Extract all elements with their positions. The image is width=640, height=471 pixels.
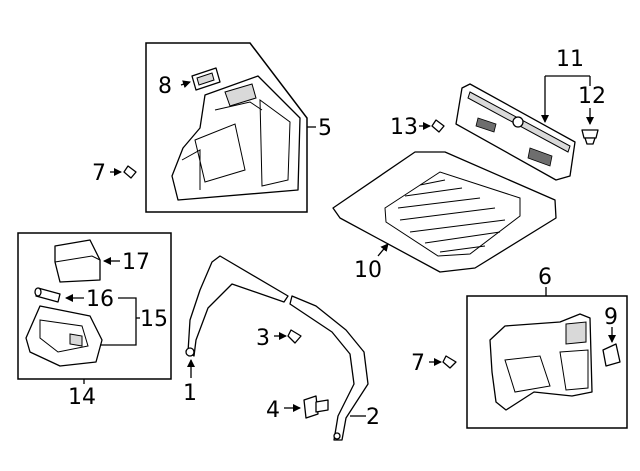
right-trim-box — [466, 295, 628, 429]
screw-4[interactable] — [303, 395, 329, 419]
callout-9: 9 — [604, 305, 618, 330]
callout-15: 15 — [140, 307, 168, 332]
push-clip-3[interactable] — [287, 329, 302, 344]
quarter-trim-panel-right[interactable] — [489, 313, 593, 411]
callout-2: 2 — [366, 405, 380, 430]
lamp-assembly-box — [17, 232, 172, 380]
push-clip-7-lower[interactable] — [442, 355, 457, 369]
callout-7-lower: 7 — [411, 351, 425, 376]
callout-8: 8 — [158, 74, 172, 99]
callout-17: 17 — [122, 250, 150, 275]
clip-part-8[interactable] — [191, 67, 221, 91]
wheelhouse-trim-2[interactable] — [289, 295, 369, 441]
callout-1: 1 — [183, 381, 197, 406]
rear-sill-cover-11[interactable] — [455, 83, 576, 181]
quarter-trim-panel-left[interactable] — [171, 75, 301, 201]
clip-part-9[interactable] — [602, 343, 621, 367]
fastener-12[interactable] — [581, 129, 599, 145]
callout-5: 5 — [318, 116, 332, 141]
callout-4: 4 — [266, 398, 280, 423]
lens-cover-17[interactable] — [54, 239, 101, 283]
push-clip-7-upper[interactable] — [123, 165, 137, 179]
callout-16: 16 — [86, 287, 114, 312]
callout-11: 11 — [556, 47, 584, 72]
callout-10: 10 — [354, 258, 382, 283]
push-clip-13[interactable] — [431, 119, 445, 133]
callout-7-upper: 7 — [92, 161, 106, 186]
trim-panel-box — [145, 42, 308, 213]
callout-6: 6 — [538, 265, 552, 290]
wheelhouse-trim-1[interactable] — [185, 255, 289, 357]
lamp-housing-15[interactable] — [25, 305, 103, 367]
bulb-16[interactable] — [34, 287, 61, 303]
callout-12: 12 — [578, 84, 606, 109]
floor-mat-10[interactable] — [332, 151, 557, 273]
callout-13: 13 — [390, 115, 418, 140]
callout-14: 14 — [68, 385, 96, 410]
callout-3: 3 — [256, 326, 270, 351]
